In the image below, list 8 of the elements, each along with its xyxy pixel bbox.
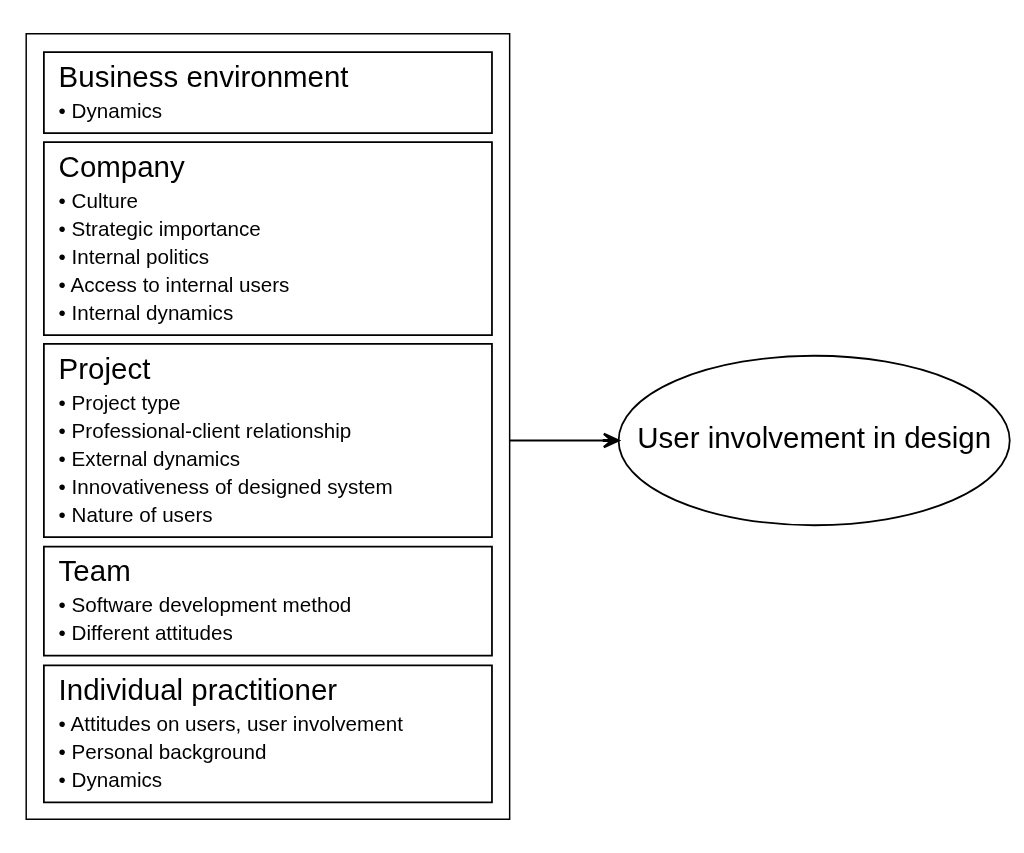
node-ellipse: User involvement in design — [617, 354, 1011, 527]
node-box: Individual practitioner • Attitudes on users, user involvement • Personal background • Dynamics — [43, 664, 493, 804]
node-box: Project • Project type • Professional-client relationship • External dynamics • Innovativeness of designed system • Nature of users — [43, 343, 493, 538]
node-box: Company • Culture • Strategic importance • Internal politics • Access to internal users • Internal dynamics — [43, 141, 493, 336]
arrow — [509, 432, 620, 449]
node-box: Team • Software development method • Different attitudes — [43, 545, 493, 657]
cluster — [25, 32, 511, 821]
node-box: Business environment • Dynamics — [43, 51, 493, 135]
